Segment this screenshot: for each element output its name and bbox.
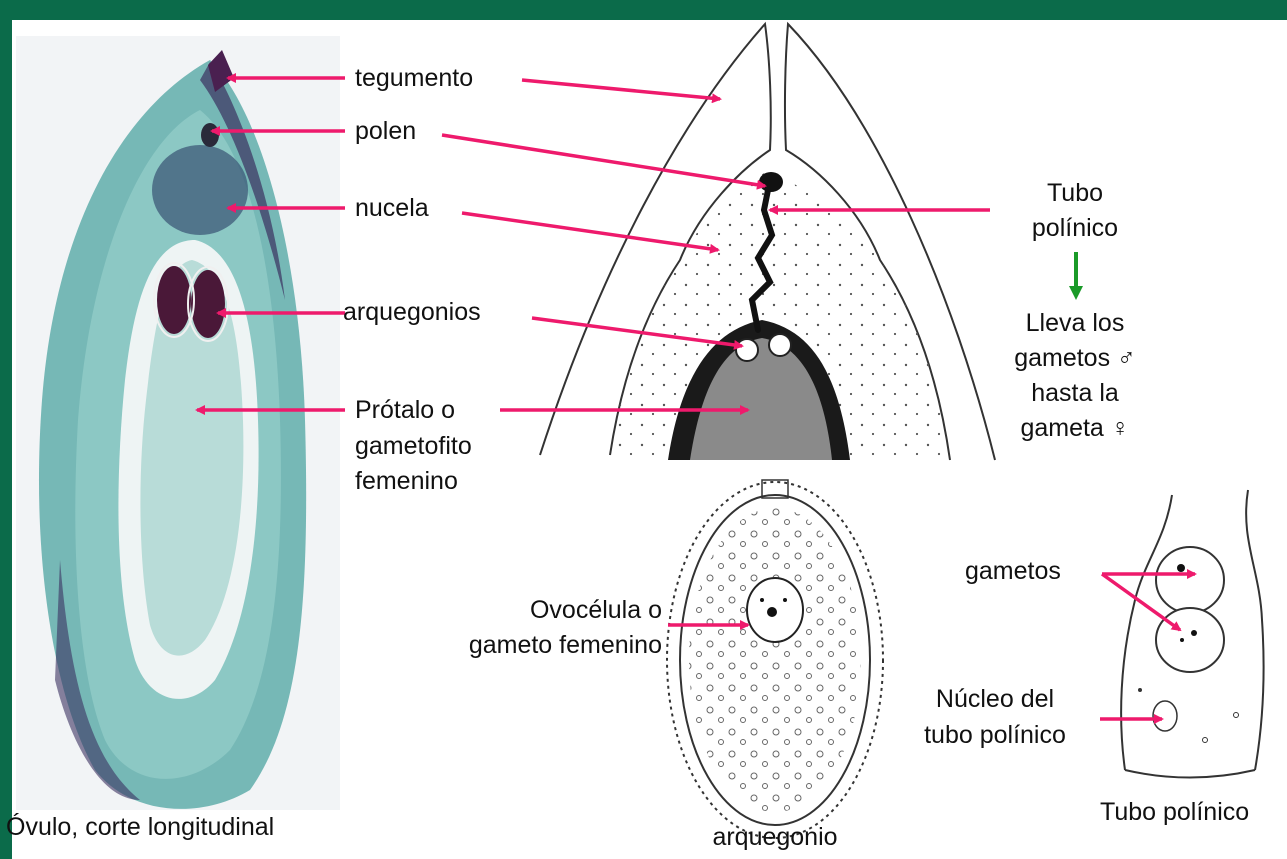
label-polen: polen: [355, 116, 416, 147]
frame-top: [0, 0, 1287, 20]
label-lleva-line-2: gametos ♂: [1000, 343, 1150, 374]
label-protalo-line-1: Prótalo o: [355, 395, 455, 426]
label-lleva-line-4: gameta ♀: [1000, 413, 1150, 444]
frame-left: [0, 0, 12, 859]
ovule-micrograph: [16, 36, 340, 810]
caption-arquegonio: arquegonio: [665, 822, 885, 853]
arrow-nucela-draw: [462, 213, 718, 250]
arrow-tegumento-draw: [522, 80, 720, 99]
pollen-tube-drawing: [1121, 490, 1263, 778]
label-tubo-line-2: polínico: [1005, 213, 1145, 244]
label-protalo-line-3: femenino: [355, 466, 458, 497]
label-nucleo-line-2: tubo polínico: [900, 720, 1090, 751]
label-arquegonios: arquegonios: [343, 297, 481, 328]
label-protalo-line-2: gametofito: [355, 431, 472, 462]
label-lleva-line-1: Lleva los: [1000, 308, 1150, 339]
label-tegumento: tegumento: [355, 63, 473, 94]
arrow-polen-draw: [442, 135, 765, 186]
caption-tubo: Tubo polínico: [1100, 797, 1249, 828]
archegonio-drawing: [667, 480, 883, 838]
label-tubo-line-1: Tubo: [1005, 178, 1145, 209]
caption-ovulo: Óvulo, corte longitudinal: [6, 812, 274, 843]
label-ovocelula-line-1: Ovocélula o: [400, 595, 662, 626]
label-nucela: nucela: [355, 193, 429, 224]
label-ovocelula-line-2: gameto femenino: [400, 630, 662, 661]
label-gametos: gametos: [965, 556, 1061, 587]
label-nucleo-line-1: Núcleo del: [900, 684, 1090, 715]
label-lleva-line-3: hasta la: [1000, 378, 1150, 409]
